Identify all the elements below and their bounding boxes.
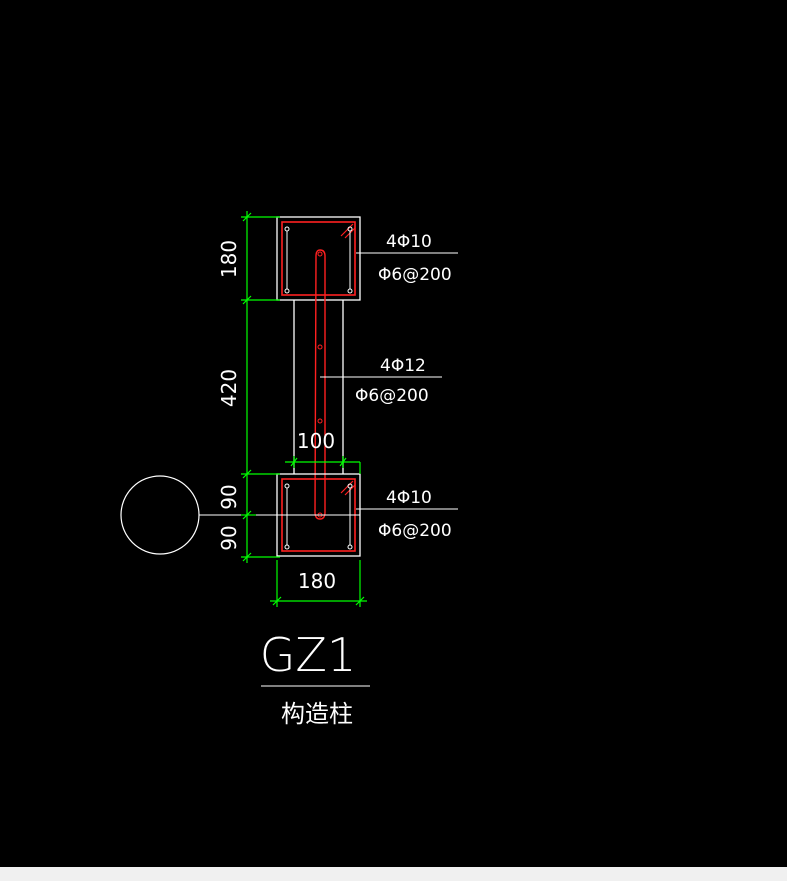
- top-annotation: 4Φ10 Φ6@200: [356, 232, 458, 285]
- vertical-dimension-chain: [241, 211, 280, 563]
- web-rebar: [314, 249, 326, 520]
- bottom-main-rebar-label: 4Φ10: [386, 488, 432, 508]
- top-stirrup-hook: [340, 223, 356, 239]
- total-width-dimension: [270, 560, 367, 607]
- web-main-rebar-label: 4Φ12: [380, 356, 426, 376]
- web-rebar-dot-3: [317, 418, 323, 424]
- column-code: GZ1: [260, 628, 356, 682]
- bottom-stirrup-label: Φ6@200: [378, 521, 452, 541]
- bottom-rebar-1: [284, 483, 290, 489]
- top-rebar-3: [284, 288, 290, 294]
- top-section-outline: [276, 216, 361, 301]
- bottom-stirrup-hook: [340, 480, 356, 496]
- top-rebar-4: [347, 288, 353, 294]
- web-stirrup-label: Φ6@200: [355, 386, 429, 406]
- bottom-annotation: 4Φ10 Φ6@200: [356, 488, 458, 541]
- bottom-rebar-4: [347, 544, 353, 550]
- axis-circle: [120, 475, 200, 555]
- bottom-rebar-3: [284, 544, 290, 550]
- web-width-dimension: [285, 456, 361, 474]
- dim-bottom-upper: 90: [217, 484, 241, 509]
- top-section: [276, 216, 361, 301]
- dim-web-height: 420: [217, 369, 241, 407]
- web-annotation: 4Φ12 Φ6@200: [320, 356, 442, 406]
- top-main-rebar-label: 4Φ10: [386, 232, 432, 252]
- dim-total-width: 180: [298, 569, 336, 593]
- top-section-stirrup: [281, 221, 356, 296]
- status-bar: [0, 867, 787, 881]
- web-rebar-dot-1: [317, 251, 323, 257]
- title-block: GZ1 构造柱: [260, 628, 370, 728]
- dim-bottom-lower: 90: [217, 525, 241, 550]
- top-rebar-1: [284, 226, 290, 232]
- web-rebar-dot-2: [317, 344, 323, 350]
- dim-web-width: 100: [297, 429, 335, 453]
- top-stirrup-label: Φ6@200: [378, 265, 452, 285]
- web-section: [293, 249, 344, 520]
- dim-top-section-height: 180: [217, 240, 241, 278]
- column-name: 构造柱: [281, 700, 353, 728]
